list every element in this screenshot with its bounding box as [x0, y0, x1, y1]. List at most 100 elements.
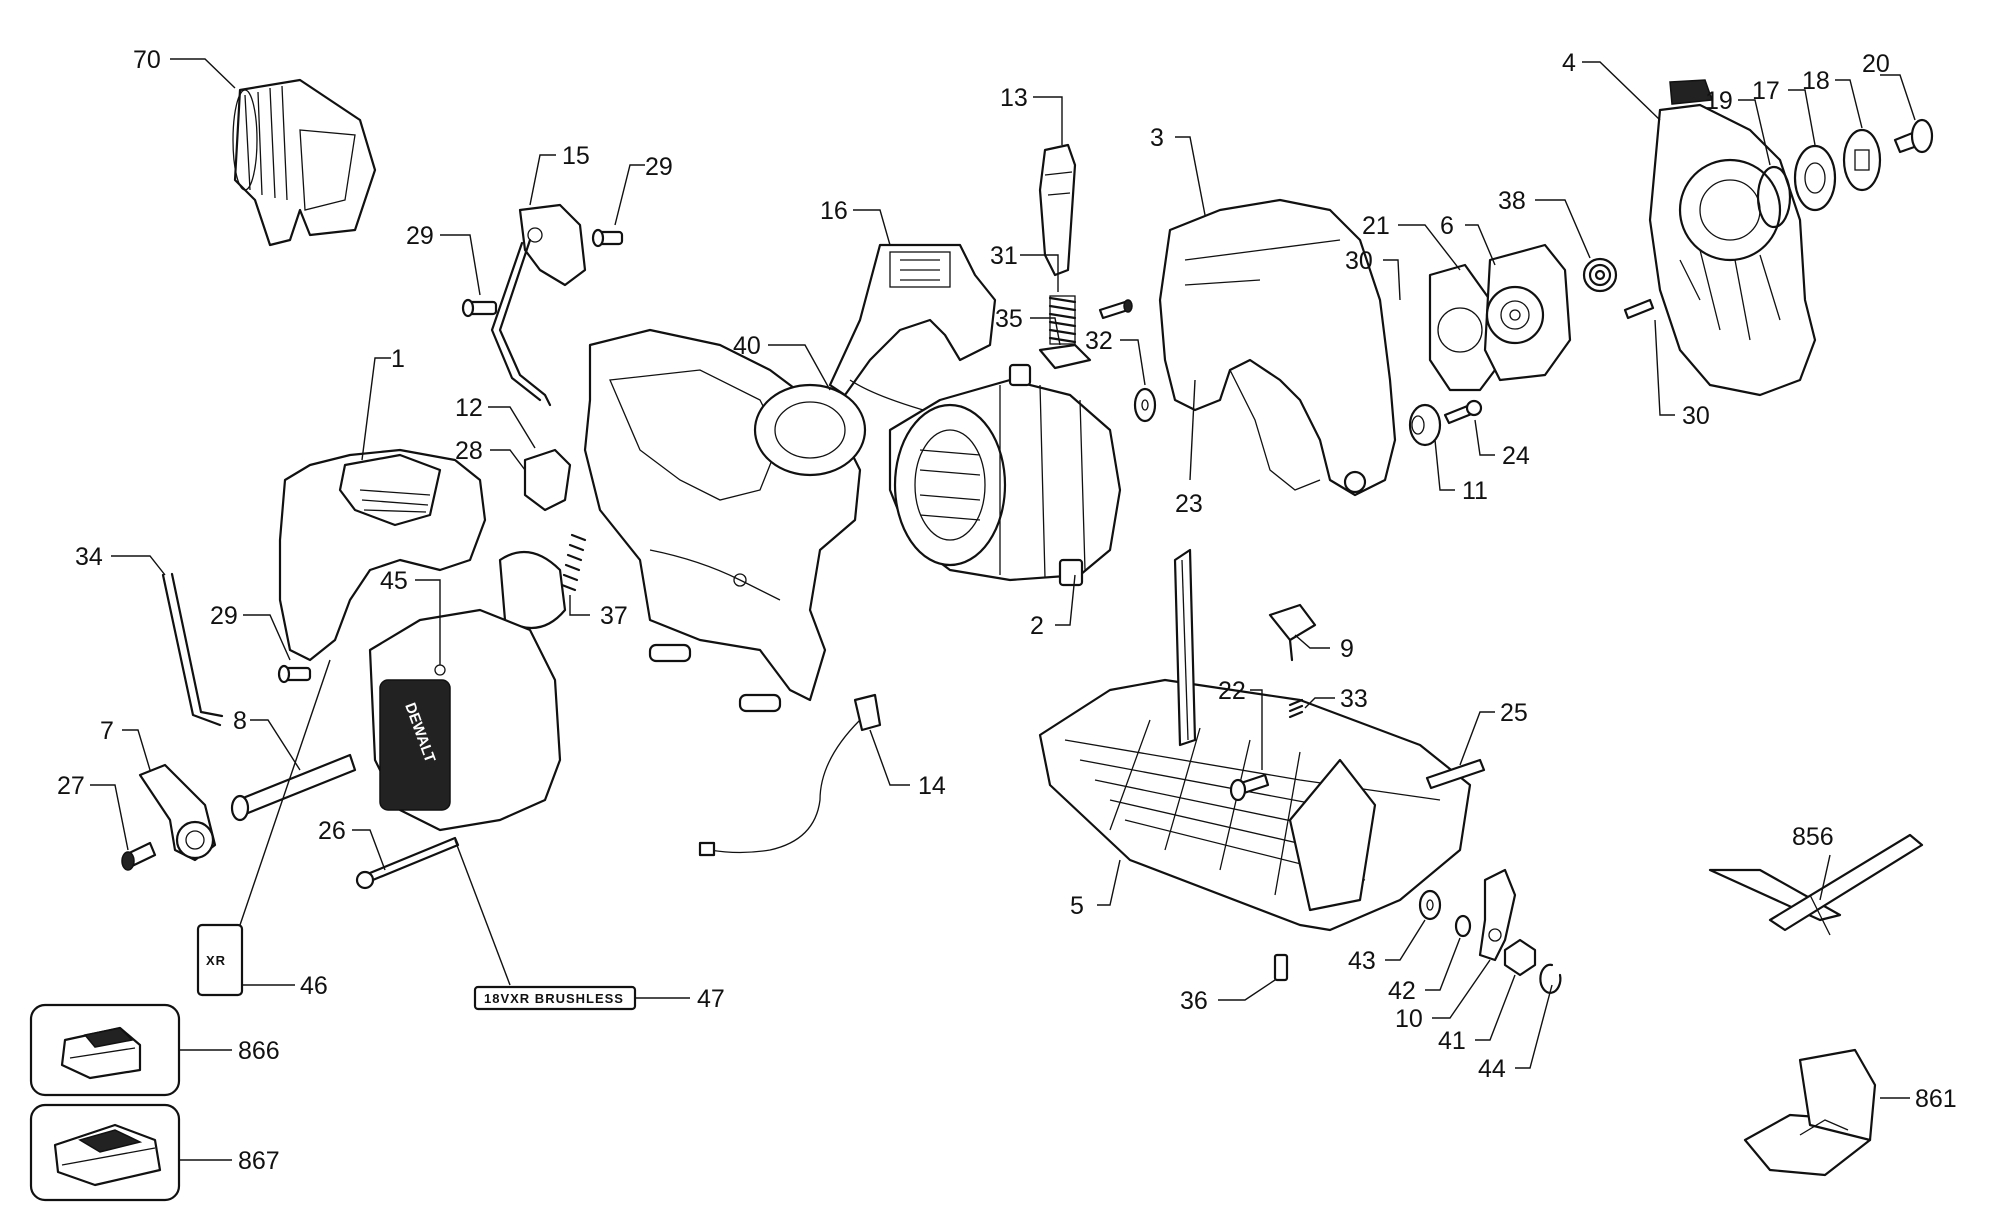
callout-10: 10 — [1395, 1005, 1423, 1033]
callout-20: 20 — [1862, 50, 1890, 78]
callout-31: 31 — [990, 242, 1018, 270]
callout-24: 24 — [1502, 442, 1530, 470]
part-866-battery — [60, 1026, 142, 1080]
part-26-long-bolt — [355, 836, 460, 890]
part-33-spring — [1288, 698, 1304, 719]
callout-29a: 29 — [645, 153, 673, 181]
callout-35: 35 — [995, 305, 1023, 333]
part-17-inner-flange — [1793, 144, 1837, 212]
callout-9: 9 — [1340, 635, 1354, 663]
callout-866: 866 — [238, 1037, 280, 1065]
callout-1: 1 — [391, 345, 405, 373]
part-867-charger — [53, 1123, 162, 1187]
callout-37: 37 — [600, 602, 628, 630]
part-22-bolt — [1229, 773, 1270, 802]
callout-42: 42 — [1388, 977, 1416, 1005]
callout-43: 43 — [1348, 947, 1376, 975]
part-4-lower-guard — [1648, 79, 1817, 397]
part-3-upper-guard — [1158, 198, 1397, 497]
callout-32: 32 — [1085, 327, 1113, 355]
part-44-retaining-ring — [1539, 963, 1562, 994]
part-30-screw-b — [1623, 298, 1655, 320]
callout-11: 11 — [1462, 477, 1488, 505]
callout-34: 34 — [75, 543, 103, 571]
callout-29c: 29 — [210, 602, 238, 630]
callout-25: 25 — [1500, 699, 1528, 727]
part-70-dust-adapter — [232, 78, 377, 247]
part-856-rip-fence — [1708, 833, 1924, 936]
part-40-motor-housing-half — [583, 328, 867, 713]
callout-23: 23 — [1175, 490, 1203, 518]
callout-13: 13 — [1000, 84, 1028, 112]
part-14-led-wire — [698, 693, 882, 857]
callout-26: 26 — [318, 817, 346, 845]
part-42-washer — [1454, 914, 1472, 938]
callout-45: 45 — [380, 567, 408, 595]
callout-12: 12 — [455, 394, 483, 422]
part-41-nut — [1503, 938, 1537, 977]
brushless-label-text: 18VXR BRUSHLESS — [484, 991, 624, 1006]
part-18-outer-flange — [1842, 128, 1882, 192]
callout-17: 17 — [1752, 77, 1780, 105]
callout-14: 14 — [918, 772, 946, 800]
part-29-screw-left — [277, 664, 312, 684]
callout-33: 33 — [1340, 685, 1368, 713]
callout-16: 16 — [820, 197, 848, 225]
callout-2: 2 — [1030, 612, 1044, 640]
callout-15: 15 — [562, 142, 590, 170]
part-8-pivot-shaft — [230, 753, 357, 822]
part-9-depth-knob — [1268, 603, 1317, 662]
callout-8: 8 — [233, 707, 247, 735]
part-45-motor-end-cap: DEWALT — [368, 608, 562, 832]
part-25-pin — [1425, 758, 1486, 790]
callout-47: 47 — [697, 985, 725, 1013]
callout-46: 46 — [300, 972, 328, 1000]
callout-21: 21 — [1362, 212, 1390, 240]
part-31-spring — [1048, 295, 1077, 345]
part-36-pin — [1273, 953, 1289, 982]
part-16-switch-assembly — [828, 243, 1001, 424]
part-29-screw-top-left — [461, 298, 498, 318]
part-38-guard-spring — [1582, 257, 1618, 293]
callout-4: 4 — [1562, 49, 1576, 77]
part-10-depth-lever — [1478, 868, 1517, 962]
xr-badge-text: XR — [206, 953, 226, 968]
part-11-bushing — [1408, 403, 1442, 447]
part-19-ring — [1756, 165, 1792, 229]
part-15-lock-off-lever — [490, 203, 587, 407]
callout-861: 861 — [1915, 1085, 1957, 1113]
part-30-screw-a — [1098, 299, 1133, 320]
part-861-carry-case — [1743, 1048, 1877, 1177]
callout-19: 19 — [1705, 87, 1733, 115]
callout-3: 3 — [1150, 124, 1164, 152]
part-5-base-shoe — [1038, 548, 1472, 932]
part-29-screw-top-right — [591, 228, 624, 248]
callout-30a: 30 — [1345, 247, 1373, 275]
part-1-main-housing — [278, 448, 567, 662]
part-21-gasket-plate — [1428, 263, 1497, 392]
callout-22: 22 — [1218, 677, 1246, 705]
callout-29b: 29 — [406, 222, 434, 250]
callout-41: 41 — [1438, 1027, 1466, 1055]
callout-856: 856 — [1792, 823, 1834, 851]
callout-38: 38 — [1498, 187, 1526, 215]
part-35-clip — [1038, 343, 1092, 370]
part-6-gearbox — [1483, 243, 1572, 382]
callout-70: 70 — [133, 46, 161, 74]
part-47-brushless-label: 18VXR BRUSHLESS — [473, 985, 637, 1011]
part-24-screw — [1443, 399, 1483, 425]
part-27-screw — [121, 841, 157, 871]
part-46-xr-badge: XR — [196, 923, 244, 997]
callout-18: 18 — [1802, 67, 1830, 95]
part-43-washer — [1418, 889, 1442, 921]
callout-5: 5 — [1070, 892, 1084, 920]
callout-27: 27 — [57, 772, 85, 800]
part-34-hex-key — [161, 572, 224, 727]
part-2-brushless-motor — [888, 363, 1122, 587]
callout-6: 6 — [1440, 212, 1454, 240]
callout-28: 28 — [455, 437, 483, 465]
part-12-trigger — [523, 448, 572, 512]
part-20-blade-bolt — [1893, 118, 1934, 154]
callout-7: 7 — [100, 717, 114, 745]
